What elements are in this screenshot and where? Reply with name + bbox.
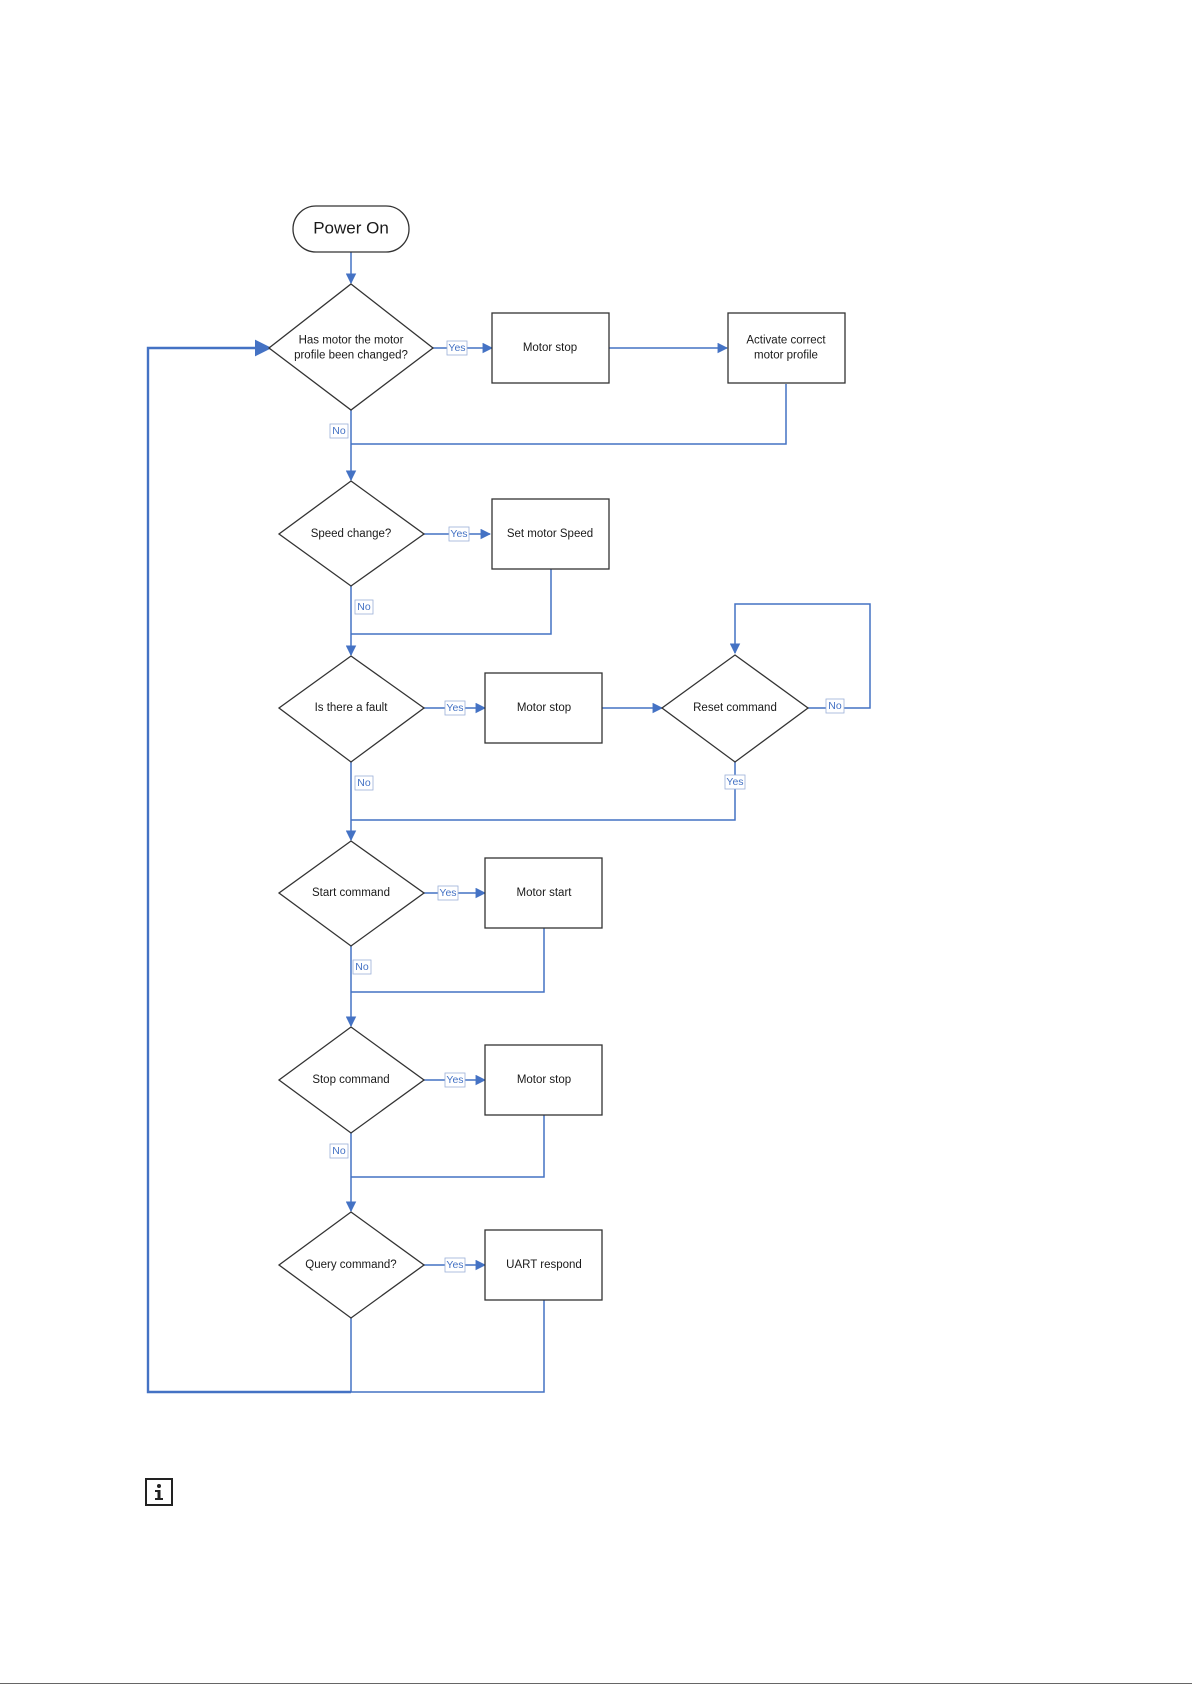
connector-motorstart-return xyxy=(351,928,544,992)
edge-label-speed-yes: Yes xyxy=(449,527,469,541)
process-motor-stop-2: Motor stop xyxy=(485,673,602,743)
connectors xyxy=(148,252,870,1392)
svg-text:Yes: Yes xyxy=(446,702,463,714)
page-bottom-rule xyxy=(0,1683,1192,1684)
decision-reset-command: Reset command xyxy=(662,655,808,762)
text-line: profile been changed? xyxy=(294,350,408,362)
edge-label-query-yes: Yes xyxy=(445,1258,465,1272)
svg-text:Query command?: Query command? xyxy=(305,1259,396,1271)
svg-text:Motor start: Motor start xyxy=(517,887,573,899)
svg-text:Start command: Start command xyxy=(312,887,390,899)
svg-text:No: No xyxy=(332,425,346,437)
svg-text:Yes: Yes xyxy=(446,1259,463,1271)
svg-text:No: No xyxy=(332,1145,346,1157)
process-motor-stop-3: Motor stop xyxy=(485,1045,602,1115)
edge-label-reset-yes: Yes xyxy=(725,775,745,789)
process-motor-stop-1: Motor stop xyxy=(492,313,609,383)
svg-text:Is there a fault: Is there a fault xyxy=(315,702,389,714)
edge-label-stop-yes: Yes xyxy=(445,1073,465,1087)
text-line: Activate correct xyxy=(746,335,826,347)
edge-label-profile-yes: Yes xyxy=(447,341,467,355)
connector-activate-return xyxy=(351,384,786,444)
edge-label-profile-no: No xyxy=(330,424,348,438)
svg-text:Motor stop: Motor stop xyxy=(517,1074,571,1086)
svg-text:Yes: Yes xyxy=(439,887,456,899)
decision-fault: Is there a fault xyxy=(279,656,424,762)
svg-text:No: No xyxy=(357,601,371,613)
edge-label-fault-yes: Yes xyxy=(445,701,465,715)
connector-motorstop-return xyxy=(351,1115,544,1177)
connector-setspeed-return xyxy=(351,569,551,634)
svg-text:Set motor Speed: Set motor Speed xyxy=(507,528,593,540)
process-activate-profile: Activate correct motor profile xyxy=(728,313,845,383)
decision-query-command: Query command? xyxy=(279,1212,424,1318)
process-uart-respond: UART respond xyxy=(485,1230,602,1300)
edge-label-reset-no: No xyxy=(826,699,844,713)
edge-labels: Yes No Yes No Yes No No Yes Yes No Yes N… xyxy=(330,341,844,1272)
svg-text:Yes: Yes xyxy=(448,342,465,354)
svg-text:Reset command: Reset command xyxy=(693,702,777,714)
edge-label-start-no: No xyxy=(353,960,371,974)
text-line: Has motor the motor xyxy=(299,335,404,347)
svg-text:Speed change?: Speed change? xyxy=(311,528,392,540)
svg-text:UART respond: UART respond xyxy=(506,1259,582,1271)
process-set-motor-speed: Set motor Speed xyxy=(492,499,609,569)
start-label: Power On xyxy=(313,218,389,237)
info-icon xyxy=(145,1478,173,1506)
process-motor-start: Motor start xyxy=(485,858,602,928)
svg-text:Stop command: Stop command xyxy=(312,1074,389,1086)
edge-label-stop-no: No xyxy=(330,1144,348,1158)
text-line: motor profile xyxy=(754,350,818,362)
svg-text:No: No xyxy=(355,961,369,973)
decision-stop-command: Stop command xyxy=(279,1027,424,1133)
start-node: Power On xyxy=(293,206,409,252)
svg-text:Yes: Yes xyxy=(726,776,743,788)
svg-text:Motor stop: Motor stop xyxy=(517,702,571,714)
decision-speed-change: Speed change? xyxy=(279,481,424,586)
svg-text:No: No xyxy=(828,700,842,712)
connector-uart-return xyxy=(351,1300,544,1392)
connector-reset-yes xyxy=(351,762,735,820)
svg-text:No: No xyxy=(357,777,371,789)
svg-text:Yes: Yes xyxy=(450,528,467,540)
svg-text:Motor stop: Motor stop xyxy=(523,342,577,354)
decision-start-command: Start command xyxy=(279,841,424,946)
svg-text:Yes: Yes xyxy=(446,1074,463,1086)
edge-label-start-yes: Yes xyxy=(438,886,458,900)
edge-label-fault-no: No xyxy=(355,776,373,790)
decision-profile-changed: Has motor the motor profile been changed? xyxy=(269,284,433,410)
edge-label-speed-no: No xyxy=(355,600,373,614)
